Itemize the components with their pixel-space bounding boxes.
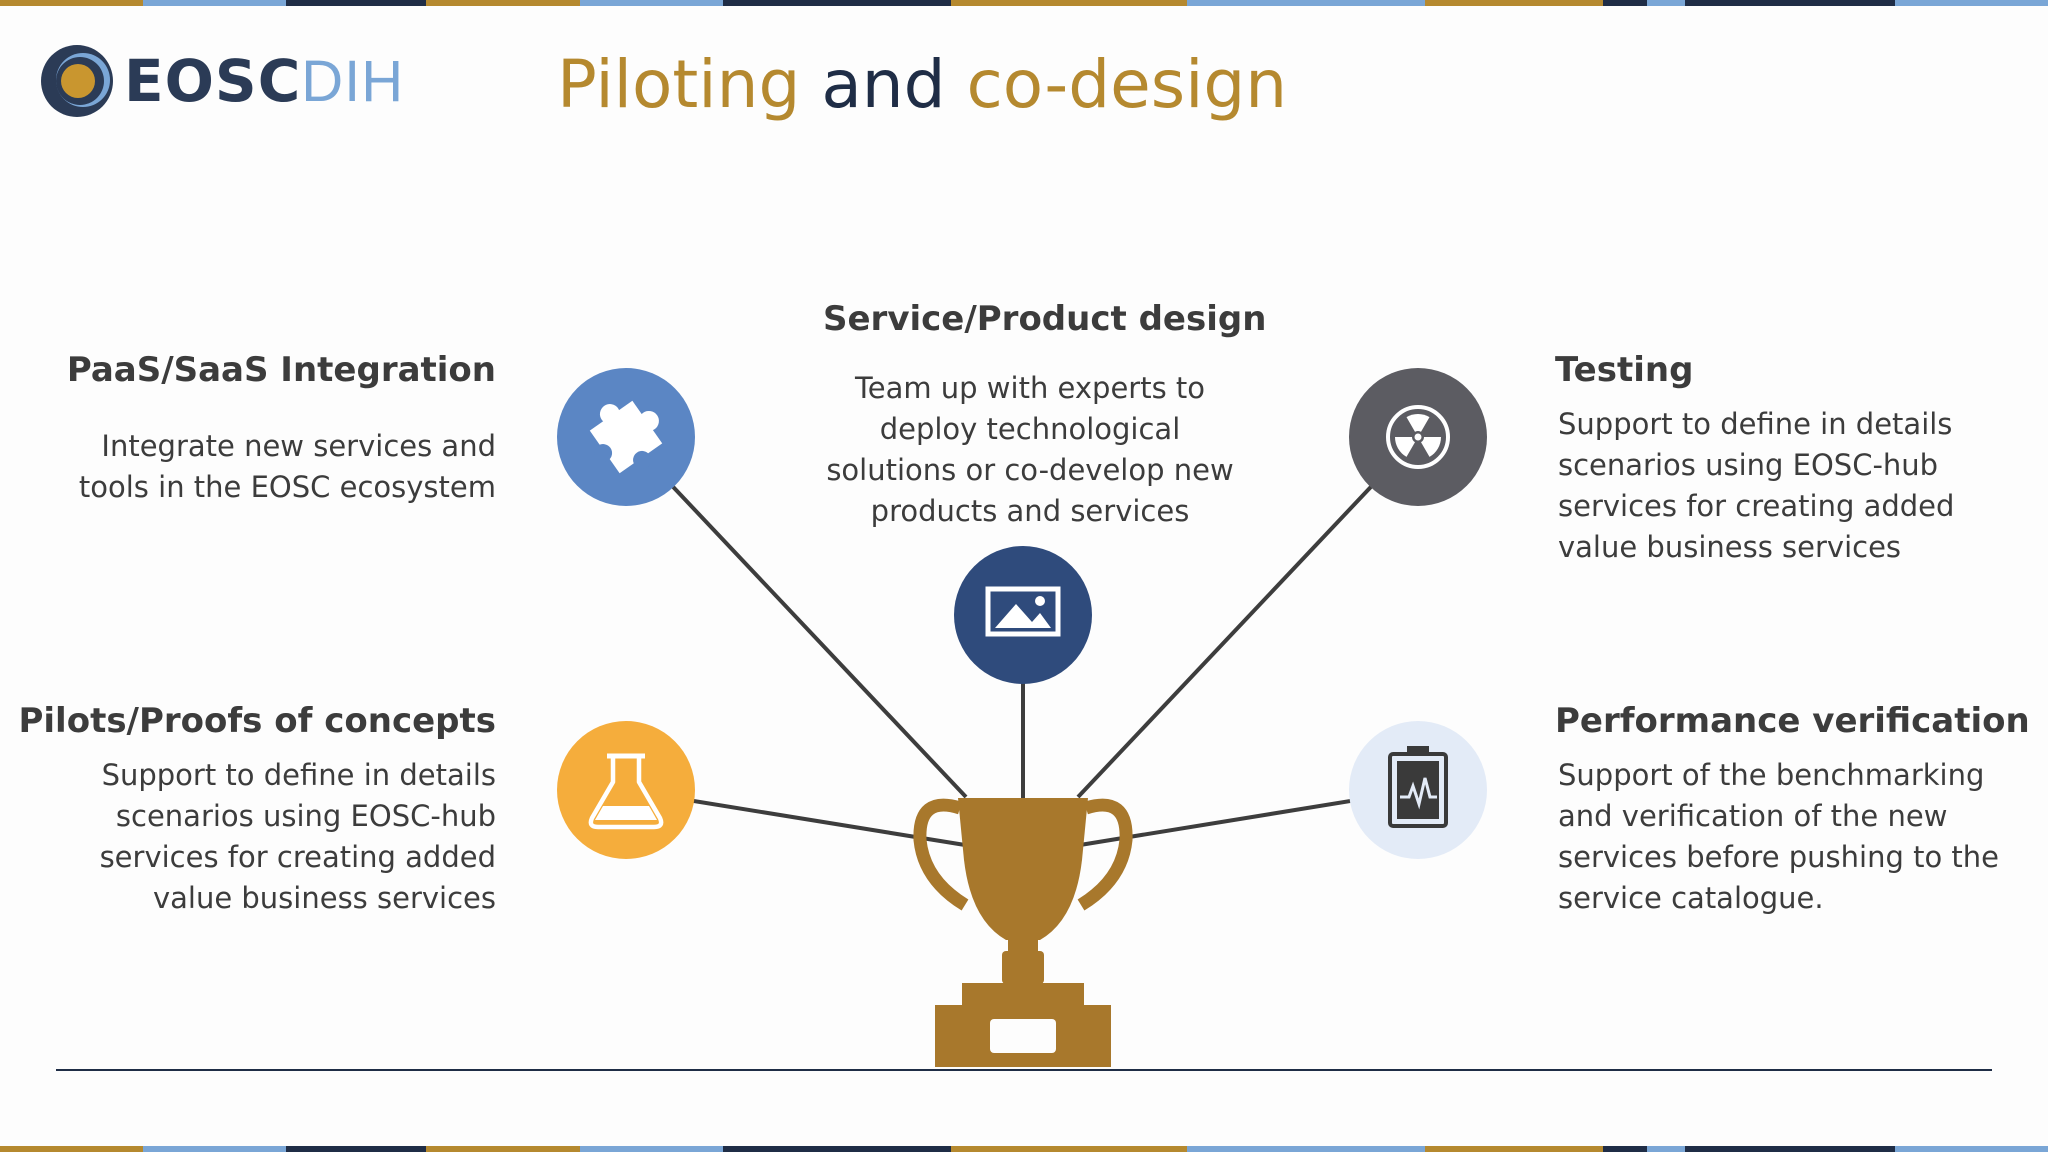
performance-heading: Performance verification (1555, 701, 2030, 741)
performance-description: Support of the benchmarking and verifica… (1558, 758, 2000, 915)
radiation-icon (1349, 368, 1487, 506)
logo-word-dih: DIH (301, 48, 405, 114)
page-title: Piloting and co-design (557, 45, 1287, 124)
eosc-logo-mark-icon (41, 45, 113, 117)
top-color-stripe (0, 0, 2048, 6)
image-icon (954, 546, 1092, 684)
base-divider-line (56, 1069, 1992, 1071)
pilots-heading: Pilots/Proofs of concepts (18, 701, 496, 741)
title-word-piloting: Piloting (557, 46, 801, 123)
service-heading: Service/Product design (823, 299, 1267, 339)
testing-description: Support to define in details scenarios u… (1558, 407, 1955, 564)
service-description: Team up with experts to deploy technolog… (826, 371, 1234, 528)
puzzle-icon (557, 368, 695, 506)
connector-line-paas (624, 435, 968, 799)
trophy-icon (913, 798, 1133, 1067)
paas-heading: PaaS/SaaS Integration (66, 350, 496, 390)
logo-word-eosc: EOSC (124, 46, 302, 115)
paas-description: Integrate new services and tools in the … (78, 429, 496, 504)
pilots-description: Support to define in details scenarios u… (99, 758, 496, 915)
bottom-color-stripe (0, 1146, 2048, 1152)
flask-icon (557, 721, 695, 859)
title-word-co-design: co-design (966, 46, 1288, 123)
testing-heading: Testing (1555, 350, 1694, 390)
connector-line-testing (1076, 435, 1420, 799)
title-word-and: and (821, 46, 946, 123)
monitor-chart-icon (1349, 721, 1487, 859)
